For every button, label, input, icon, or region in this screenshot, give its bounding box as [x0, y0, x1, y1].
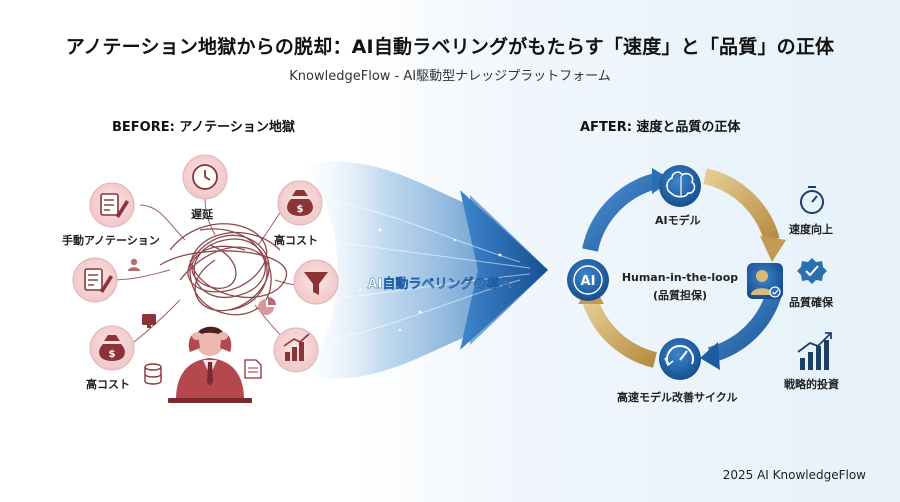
funnel-icon [293, 259, 339, 305]
label-high-cost-right: 高コスト [274, 234, 318, 247]
file-small-icon [244, 359, 262, 379]
label-manual-annotation: 手動アノテーション [62, 234, 160, 247]
page-title: アノテーション地獄からの脱却：AI自動ラベリングがもたらす「速度」と「品質」の正… [65, 36, 835, 58]
user-small-icon [128, 258, 140, 271]
footer-credit: 2025 AI KnowledgeFlow [722, 468, 866, 482]
svg-text:$: $ [297, 204, 304, 215]
ai-model-brain-icon [659, 165, 701, 207]
stopwatch-icon [800, 186, 824, 214]
label-hitl-line1: Human-in-the-loop [621, 271, 739, 284]
label-delay: 遅延 [191, 208, 213, 221]
database-icon [144, 363, 162, 385]
arrow-label: AI自動ラベリングの導入 [368, 276, 513, 292]
monitor-small-icon [142, 314, 156, 328]
clock-icon [182, 154, 228, 200]
before-heading: BEFORE: アノテーション地獄 [112, 120, 295, 135]
label-strategic-investment: 戦略的投資 [784, 378, 839, 391]
label-ai-model: AIモデル [655, 214, 701, 227]
after-heading: AFTER: 速度と品質の正体 [580, 120, 741, 135]
page-subtitle: KnowledgeFlow - AI駆動型ナレッジプラットフォーム [289, 69, 611, 84]
label-hitl-line2: (品質担保) [652, 289, 708, 302]
arrow-head [460, 190, 548, 350]
cycle-arrows [578, 168, 786, 370]
stressed-person-illustration [168, 326, 252, 403]
label-improvement-cycle: 高速モデル改善サイクル [617, 391, 738, 404]
chaos-tangle [159, 223, 288, 316]
label-quality: 品質確保 [789, 296, 833, 309]
rising-chart-icon [273, 327, 319, 373]
ai-badge-icon [567, 259, 609, 301]
label-speed-up: 速度向上 [789, 223, 833, 236]
label-high-cost-left: 高コスト [86, 378, 130, 391]
document-edit-icon [72, 257, 118, 303]
ai-badge-label: AI [581, 274, 596, 289]
svg-text:$: $ [109, 349, 116, 360]
pie-small-icon [258, 297, 276, 315]
transition-arrow [300, 161, 548, 379]
quality-badge-icon [797, 258, 827, 284]
money-bag-icon: $ [277, 180, 323, 226]
money-bag-icon-left: $ [89, 325, 135, 371]
manual-annotation-icon [89, 182, 135, 228]
speedometer-refresh-icon [659, 338, 701, 380]
human-in-the-loop-icon [747, 263, 783, 299]
growth-chart-icon [797, 332, 832, 370]
